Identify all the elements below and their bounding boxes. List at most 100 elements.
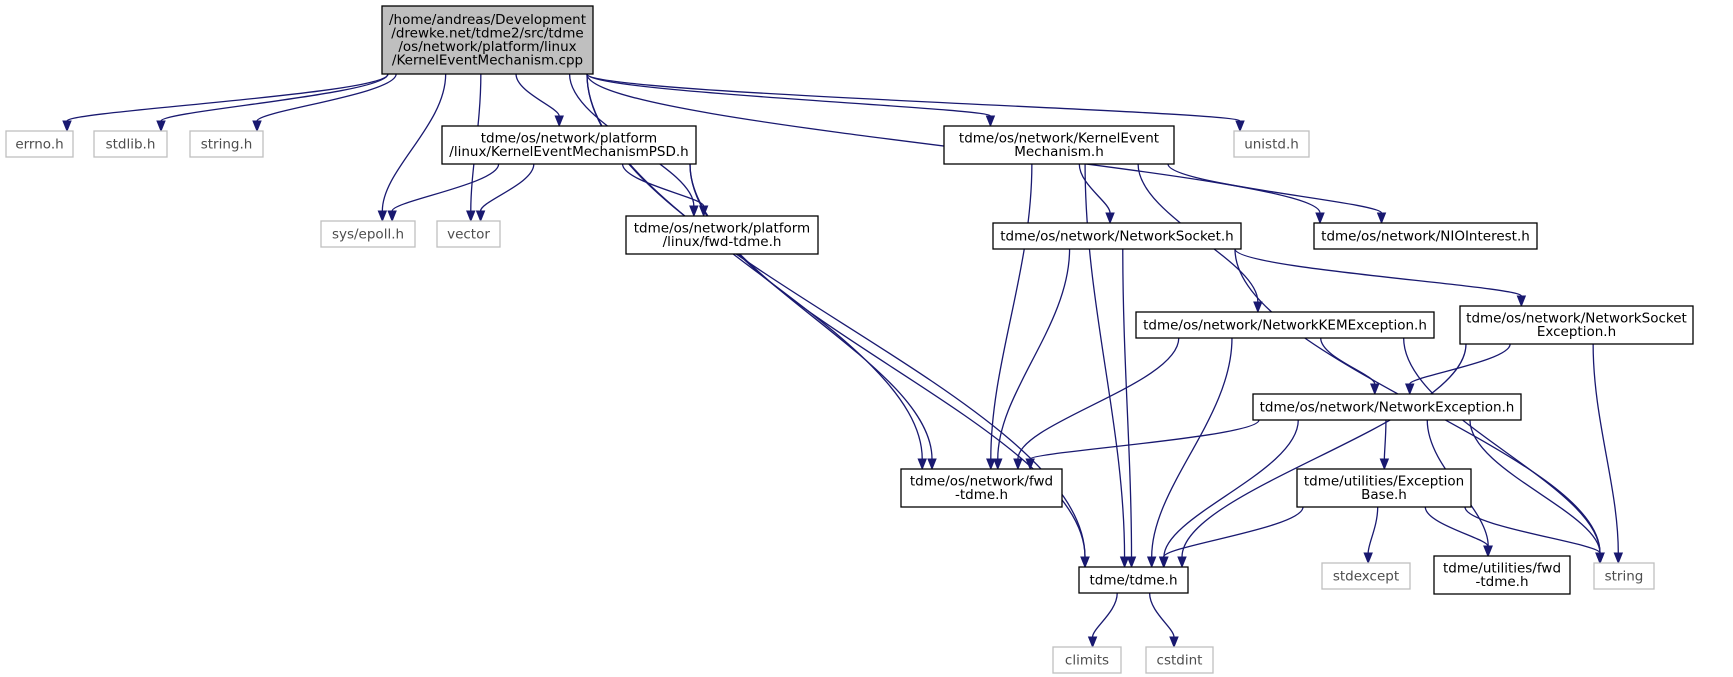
arrowhead-netsock-to-sockexc	[1516, 295, 1527, 308]
arrowhead-kem-to-nio	[1376, 212, 1387, 225]
node-errno: errno.h	[5, 130, 74, 158]
edge-root-to-errno	[66, 73, 389, 122]
node-platfwd[interactable]: tdme/os/network/platform/linux/fwd-tdme.…	[625, 215, 819, 255]
arrowhead-sockexc-to-netexc	[1405, 383, 1415, 396]
edge-root-to-string_h	[256, 73, 397, 122]
node-box-utilfwd	[1433, 555, 1571, 595]
arrowhead-kemexc-to-netfwd	[1013, 458, 1023, 471]
node-vector: vector	[436, 220, 501, 248]
arrowhead-kem-to-netsock	[1105, 212, 1115, 225]
node-label-utilfwd-line-0: tdme/utilities/fwd	[1443, 561, 1561, 577]
node-label-climits-line-0: climits	[1065, 652, 1109, 668]
arrowhead-root-to-kem	[985, 115, 996, 128]
node-box-platfwd	[625, 215, 819, 255]
node-box-unistd	[1233, 130, 1310, 158]
node-box-vector	[436, 220, 501, 248]
node-tdme[interactable]: tdme/tdme.h	[1078, 566, 1189, 594]
node-box-cstdint	[1145, 646, 1214, 674]
node-cstdint: cstdint	[1145, 646, 1214, 674]
node-label-platfwd-line-0: tdme/os/network/platform	[634, 221, 810, 237]
node-box-netsock	[992, 222, 1242, 250]
edge-kemPSD-to-vector	[479, 163, 535, 212]
node-kem[interactable]: tdme/os/network/KernelEventMechanism.h	[943, 125, 1175, 165]
node-label-kem-line-0: tdme/os/network/KernelEvent	[959, 131, 1159, 147]
node-box-kemPSD	[441, 125, 697, 165]
arrowhead-sockexc-to-string	[1613, 552, 1624, 565]
edge-kem-to-nio	[1167, 163, 1383, 214]
node-kemexc[interactable]: tdme/os/network/NetworkKEMException.h	[1135, 311, 1435, 339]
arrowhead-netexc-to-excbase	[1379, 458, 1390, 471]
node-label-stdexcept-line-0: stdexcept	[1333, 568, 1399, 584]
edge-netsock-to-netfwd	[997, 248, 1071, 460]
node-label-netfwd-line-1: -tdme.h	[955, 487, 1008, 503]
node-root[interactable]: /home/andreas/Development/drewke.net/tdm…	[381, 5, 594, 75]
node-label-sockexc-line-0: tdme/os/network/NetworkSocket	[1466, 311, 1687, 327]
node-label-platfwd-line-1: /linux/fwd-tdme.h	[663, 234, 782, 250]
edge-netsock-to-sockexc	[1234, 248, 1523, 297]
edge-kemPSD-to-epoll	[391, 163, 500, 212]
node-label-root-line-2: /os/network/platform/linux	[398, 39, 576, 55]
node-label-errno-line-0: errno.h	[15, 136, 63, 152]
arrowhead-kemPSD-to-netfwd	[927, 458, 937, 471]
node-kemPSD[interactable]: tdme/os/network/platform/linux/KernelEve…	[441, 125, 697, 165]
node-box-errno	[5, 130, 74, 158]
node-label-netsock-line-0: tdme/os/network/NetworkSocket.h	[1000, 228, 1233, 244]
node-box-string	[1593, 562, 1655, 590]
node-box-sockexc	[1459, 305, 1694, 345]
node-utilfwd[interactable]: tdme/utilities/fwd-tdme.h	[1433, 555, 1571, 595]
arrowhead-kemPSD-to-epoll	[387, 210, 397, 223]
arrowhead-root-to-unistd	[1235, 120, 1245, 133]
edge-tdme-to-cstdint	[1148, 592, 1175, 638]
node-label-stdlib-line-0: stdlib.h	[106, 136, 156, 152]
edge-kemPSD-to-netfwd	[689, 163, 933, 460]
edge-netexc-to-netfwd	[1029, 419, 1260, 460]
node-label-kemPSD-line-0: tdme/os/network/platform	[481, 131, 657, 147]
edge-netexc-to-excbase	[1383, 419, 1387, 460]
node-label-string-line-0: string	[1605, 568, 1644, 584]
edge-sockexc-to-string	[1592, 343, 1619, 554]
arrowhead-netsock-to-tdme	[1126, 556, 1137, 569]
arrowhead-root-to-nio	[1315, 212, 1325, 225]
node-label-sockexc-line-1: Exception.h	[1537, 324, 1616, 340]
arrowhead-root-to-string_h	[252, 120, 262, 133]
arrowhead-netsock-to-netfwd	[993, 458, 1003, 471]
arrowhead-tdme-to-climits	[1087, 636, 1098, 649]
edge-sockexc-to-tdme	[1181, 343, 1467, 558]
node-box-climits	[1052, 646, 1122, 674]
edge-kemexc-to-netfwd	[1017, 337, 1180, 460]
node-string_h: string.h	[189, 130, 264, 158]
node-nio[interactable]: tdme/os/network/NIOInterest.h	[1313, 222, 1538, 250]
edge-excbase-to-stdexcept	[1367, 506, 1379, 554]
node-box-stdlib	[93, 130, 168, 158]
node-stdexcept: stdexcept	[1321, 562, 1411, 590]
arrowhead-root-to-kemPSD	[554, 115, 564, 128]
node-label-root-line-3: /KernelEventMechanism.cpp	[392, 53, 583, 69]
arrowhead-kem-to-kemexc	[1253, 301, 1263, 314]
edge-root-to-kemPSD	[515, 73, 560, 117]
node-box-kemexc	[1135, 311, 1435, 339]
node-label-tdme-line-0: tdme/tdme.h	[1089, 572, 1177, 588]
node-box-root	[381, 5, 594, 75]
arrowhead-root-to-errno	[62, 120, 72, 133]
node-label-cstdint-line-0: cstdint	[1157, 652, 1203, 668]
node-label-excbase-line-0: tdme/utilities/Exception	[1304, 474, 1464, 490]
node-label-root-line-0: /home/andreas/Development	[389, 12, 586, 28]
arrowhead-root-to-vector	[466, 210, 476, 223]
arrowhead-root-to-epoll	[377, 210, 388, 223]
node-label-utilfwd-line-1: -tdme.h	[1475, 574, 1528, 590]
node-box-stdexcept	[1321, 562, 1411, 590]
edge-excbase-to-string	[1464, 506, 1601, 554]
edge-netexc-to-string	[1469, 419, 1601, 554]
edge-netsock-to-tdme	[1122, 248, 1133, 558]
edge-sockexc-to-netexc	[1409, 343, 1511, 385]
node-netsock[interactable]: tdme/os/network/NetworkSocket.h	[992, 222, 1242, 250]
edge-layer	[62, 73, 1624, 649]
arrowhead-tdme-to-cstdint	[1169, 636, 1179, 649]
node-stdlib: stdlib.h	[93, 130, 168, 158]
arrowhead-kemexc-to-netexc	[1370, 383, 1380, 396]
node-netfwd[interactable]: tdme/os/network/fwd-tdme.h	[900, 468, 1063, 508]
node-netexc[interactable]: tdme/os/network/NetworkException.h	[1252, 393, 1522, 421]
node-box-kem	[943, 125, 1175, 165]
